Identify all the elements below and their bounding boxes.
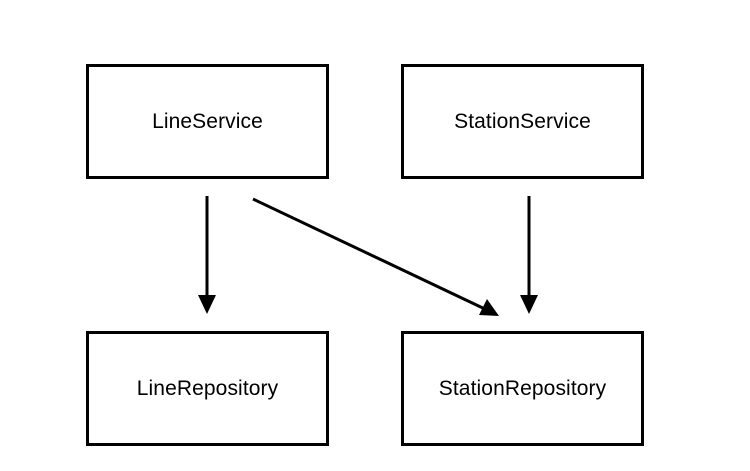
edge-line-service-to-station-repository-arrowhead	[479, 299, 499, 316]
edge-line-service-to-line-repository-arrowhead	[198, 295, 216, 314]
edge-station-service-to-station-repository	[520, 196, 538, 314]
node-station-service[interactable]: StationService	[401, 64, 644, 179]
node-line-repository[interactable]: LineRepository	[86, 331, 329, 446]
edge-station-service-to-station-repository-arrowhead	[520, 295, 538, 314]
node-line-repository-label: LineRepository	[136, 377, 279, 400]
edge-line-service-to-station-repository	[252, 197, 499, 316]
edge-line-service-to-station-repository-shaft	[252, 197, 488, 312]
node-station-repository[interactable]: StationRepository	[401, 331, 644, 446]
edge-line-service-to-line-repository	[198, 196, 216, 314]
node-station-repository-label: StationRepository	[438, 377, 607, 400]
node-line-service-label: LineService	[152, 110, 263, 133]
node-station-service-label: StationService	[454, 110, 591, 133]
node-line-service[interactable]: LineService	[86, 64, 329, 179]
